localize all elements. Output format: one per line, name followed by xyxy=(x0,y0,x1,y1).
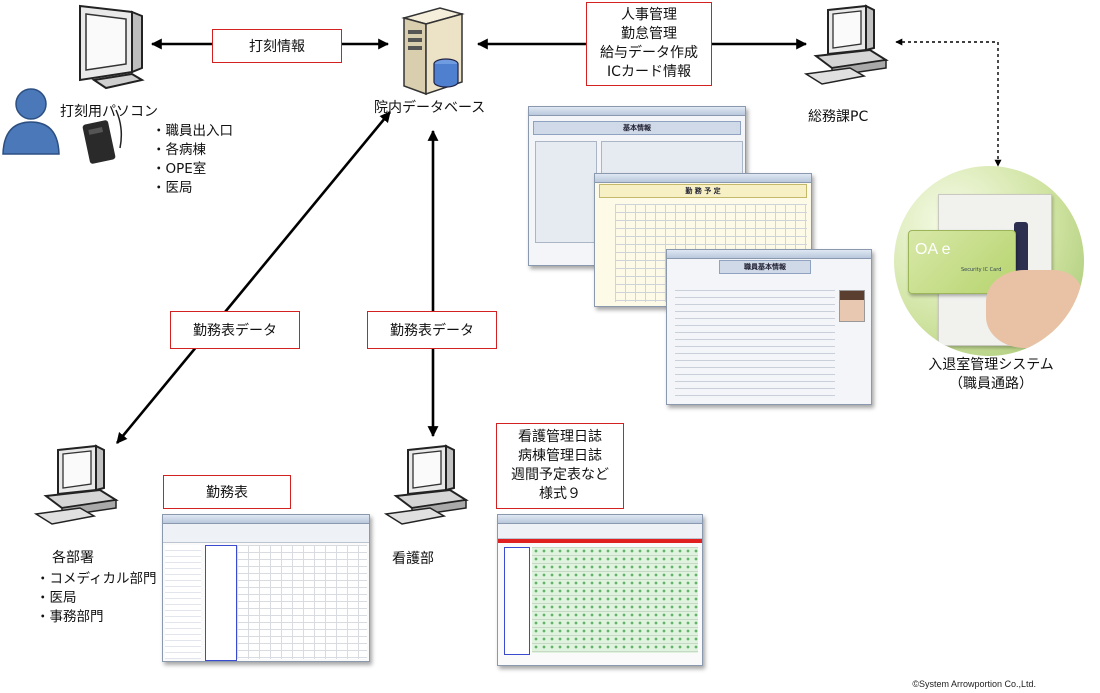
server-label: 院内データベース xyxy=(374,100,486,116)
location-item: ・OPE室 xyxy=(152,161,207,177)
staff-info-window: 職員基本情報 xyxy=(666,249,872,405)
nursing-docs-line: 様式９ xyxy=(539,486,581,502)
timestamp-label-box: 打刻情報 xyxy=(212,29,342,63)
copyright-text: ©System Arrowportion Co.,Ltd. xyxy=(912,679,1036,689)
server-icon xyxy=(401,7,465,96)
staff-photo xyxy=(839,290,865,322)
general-info-line: ICカード情報 xyxy=(607,64,691,80)
nursing-docs-line: 週間予定表など xyxy=(511,467,609,483)
window-form xyxy=(675,284,835,400)
access-system-label: 入退室管理システム （職員通路） xyxy=(916,356,1066,394)
desktop-pc-icon xyxy=(803,4,889,85)
toolbar-strip xyxy=(498,524,702,539)
arrow-shift-left xyxy=(115,111,392,444)
hand xyxy=(986,270,1082,348)
window-title: 勤 務 予 定 xyxy=(599,184,807,198)
general-info-line: 給与データ作成 xyxy=(600,45,698,61)
shift-table-screenshot xyxy=(162,514,370,662)
shift-data-center-box: 勤務表データ xyxy=(367,311,497,349)
desktop-pc-icon xyxy=(383,444,469,525)
toolbar-strip xyxy=(163,524,369,543)
card-reader-icon xyxy=(82,109,123,164)
card-caption: Security IC Card xyxy=(961,267,1002,273)
general-info-line: 人事管理 xyxy=(621,7,677,23)
location-item: ・各病棟 xyxy=(152,142,206,158)
nursing-label: 看護部 xyxy=(392,551,434,567)
access-system-line: （職員通路） xyxy=(949,376,1033,392)
access-system-line: 入退室管理システム xyxy=(928,357,1054,373)
window-panel xyxy=(535,141,597,243)
nursing-docs-screenshot xyxy=(497,514,703,666)
arrow-access-dotted xyxy=(895,38,1002,167)
department-item: ・事務部門 xyxy=(36,609,104,625)
general-info-box: 人事管理 勤怠管理 給与データ作成 ICカード情報 xyxy=(586,2,712,86)
departments-label: 各部署 xyxy=(52,550,94,566)
department-item: ・コメディカル部門 xyxy=(36,571,157,587)
location-item: ・医局 xyxy=(152,180,193,196)
access-control-photo: OA e Security IC Card xyxy=(894,166,1084,356)
location-item: ・職員出入口 xyxy=(152,123,233,139)
nursing-docs-line: 病棟管理日誌 xyxy=(518,448,602,464)
time-pc-label: 打刻用パソコン xyxy=(60,104,158,120)
nursing-docs-line: 看護管理日誌 xyxy=(518,429,602,445)
monitor-icon xyxy=(79,4,145,90)
ic-card: OA e Security IC Card xyxy=(908,230,1016,294)
department-item: ・医局 xyxy=(36,590,77,606)
header-strip xyxy=(498,539,702,543)
shift-table-box: 勤務表 xyxy=(163,475,291,509)
general-info-line: 勤怠管理 xyxy=(621,26,677,42)
card-brand: OA e xyxy=(915,241,951,258)
departments-list: ・コメディカル部門 ・医局 ・事務部門 xyxy=(36,570,157,627)
nursing-docs-box: 看護管理日誌 病棟管理日誌 週間予定表など 様式９ xyxy=(496,423,624,509)
window-title: 職員基本情報 xyxy=(719,260,811,274)
shift-data-left-box: 勤務表データ xyxy=(170,311,300,349)
window-title: 基本情報 xyxy=(533,121,741,135)
sidebar-list xyxy=(165,545,201,659)
name-column xyxy=(504,547,530,655)
time-pc-locations: ・職員出入口 ・各病棟 ・OPE室 ・医局 xyxy=(152,122,233,198)
user-icon xyxy=(2,88,60,155)
general-pc-label: 総務課PC xyxy=(808,109,869,125)
desktop-pc-icon xyxy=(33,444,119,525)
name-column xyxy=(205,545,237,661)
schedule-grid xyxy=(532,547,698,653)
shift-grid xyxy=(237,545,367,659)
